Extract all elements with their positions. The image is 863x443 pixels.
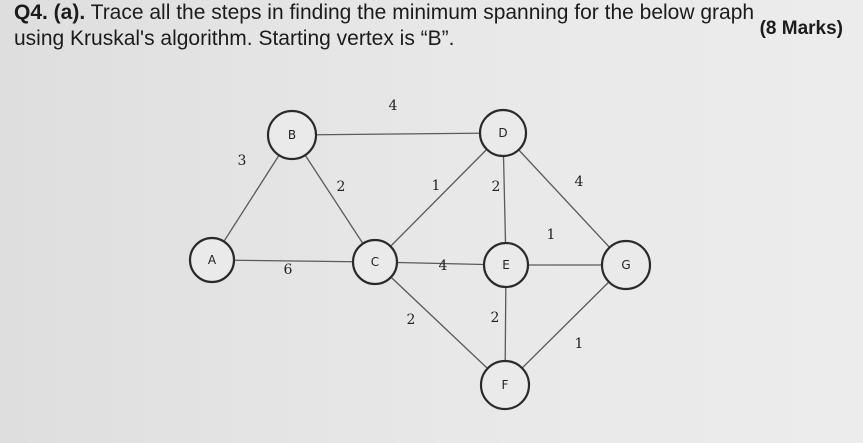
node-label-c: C: [371, 255, 379, 269]
nodes-layer: A B C D E F G: [188, 108, 652, 411]
node-label-e: E: [502, 258, 510, 272]
node-e: E: [482, 241, 530, 289]
edge-weight-f-g: 1: [575, 336, 584, 352]
node-circle-d: [478, 108, 528, 158]
node-circle-f: [479, 359, 531, 411]
node-label-a: A: [208, 253, 217, 267]
edge-b-d: [291, 132, 504, 136]
edge-a-c: [211, 259, 376, 263]
edge-weight-e-f: 2: [491, 310, 500, 326]
edge-weight-c-e: 4: [439, 258, 448, 274]
node-f: F: [479, 359, 531, 411]
edge-weight-a-c: 6: [284, 262, 293, 278]
node-label-g: G: [621, 258, 630, 272]
node-circle-e: [482, 241, 530, 289]
node-b: B: [266, 109, 318, 161]
edge-c-f: [374, 261, 506, 386]
node-circle-g: [600, 239, 652, 291]
edges-layer: [211, 132, 627, 386]
edge-b-c: [291, 134, 376, 263]
edge-weight-d-g: 4: [575, 174, 584, 190]
node-label-b: B: [288, 128, 296, 142]
node-label-d: D: [498, 126, 507, 140]
node-circle-c: [351, 238, 399, 286]
question-body: Trace all the steps in finding the minim…: [14, 1, 755, 50]
edge-weight-b-d: 4: [389, 98, 398, 114]
question-marks: (8 Marks): [759, 18, 843, 39]
node-g: G: [600, 239, 652, 291]
edge-weight-c-d: 1: [432, 178, 441, 194]
node-d: D: [478, 108, 528, 158]
node-label-f: F: [502, 378, 509, 392]
node-circle-a: [188, 236, 236, 284]
node-c: C: [351, 238, 399, 286]
question-number: Q4. (a).: [14, 1, 86, 24]
question-text-block: Q4. (a). Trace all the steps in finding …: [14, 0, 774, 52]
edge-f-g: [504, 264, 627, 386]
edge-d-g: [502, 132, 627, 266]
edge-weight-c-f: 2: [407, 312, 416, 328]
node-circle-b: [266, 109, 318, 161]
edge-weight-d-e: 2: [492, 179, 501, 195]
edge-weight-a-b: 3: [238, 153, 247, 169]
edge-weight-e-g: 1: [547, 227, 556, 243]
edge-weight-b-c: 2: [337, 179, 346, 195]
weights-layer: 3 4 2 6 1 4 2 4 1 2 2 1: [238, 98, 584, 352]
node-a: A: [188, 236, 236, 284]
edge-c-d: [374, 132, 504, 263]
